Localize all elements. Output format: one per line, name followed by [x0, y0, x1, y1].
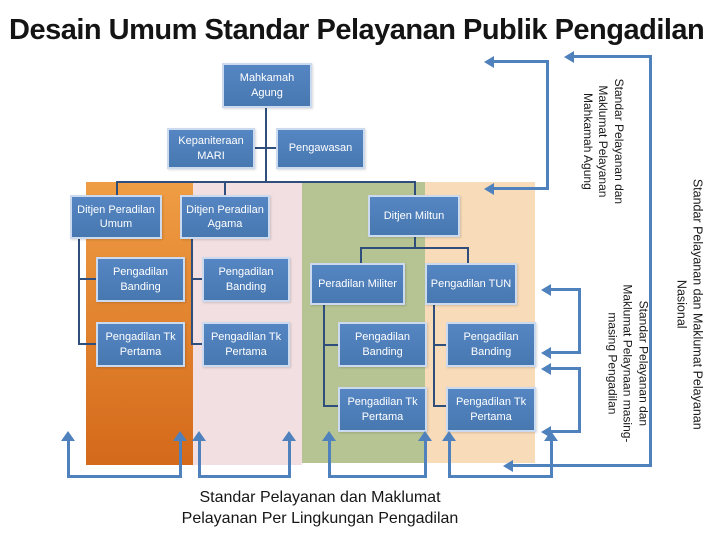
- connector-tun-chain: [433, 305, 435, 407]
- node-pengawasan: Pengawasan: [276, 128, 365, 169]
- arrow-up-icon: [442, 431, 456, 441]
- node-tk-pertama-militer: Pengadilan Tk Pertama: [338, 387, 427, 432]
- bracket-bottom-tun-right: [550, 441, 553, 478]
- connector-drop-agama: [224, 182, 226, 196]
- connector-tun-banding: [433, 344, 446, 346]
- connector-agama-pertama: [191, 343, 202, 345]
- bracket-bottom-agama-left: [198, 441, 201, 478]
- connector-drop-militer: [360, 248, 362, 263]
- node-pengadilan-tun: Pengadilan TUN: [425, 263, 517, 305]
- bracket-bottom-militer: [328, 475, 427, 478]
- bracket-masing2-vertical: [578, 367, 581, 432]
- bracket-ma-bottom-line: [493, 187, 549, 190]
- bracket-bottom-militer-left: [328, 441, 331, 478]
- node-mahkamah-agung: Mahkamah Agung: [222, 63, 312, 108]
- node-tk-pertama-umum: Pengadilan Tk Pertama: [96, 322, 185, 367]
- connector-top-rail: [116, 181, 416, 183]
- arrow-up-icon: [544, 431, 558, 441]
- bracket-bottom-tun: [448, 475, 553, 478]
- bracket-nasional-bottom-line: [512, 464, 652, 467]
- connector-umum-chain: [78, 239, 80, 345]
- connector-kepaniteraan-pengawasan: [255, 147, 277, 149]
- node-pengadilan-banding-agama: Pengadilan Banding: [202, 257, 290, 302]
- connector-agama-banding: [191, 278, 202, 280]
- connector-drop-miltun: [414, 182, 416, 196]
- arrow-left-icon: [484, 56, 494, 68]
- bracket-ma-vertical: [546, 61, 549, 189]
- node-tk-pertama-tun: Pengadilan Tk Pertama: [446, 387, 536, 432]
- connector-miltun-rail: [360, 247, 469, 249]
- arrow-left-icon: [503, 460, 513, 472]
- arrow-left-icon: [541, 284, 551, 296]
- arrow-up-icon: [418, 431, 432, 441]
- connector-agama-chain: [191, 239, 193, 345]
- arrow-up-icon: [322, 431, 336, 441]
- arrow-up-icon: [173, 431, 187, 441]
- bracket-bottom-umum-right: [179, 441, 182, 478]
- node-ditjen-peradilan-umum: Ditjen Peradilan Umum: [70, 195, 162, 239]
- connector-militer-chain: [323, 305, 325, 407]
- connector-tun-pertama: [433, 405, 446, 407]
- side-label-mahkamah-agung: Standar Pelayanan dan Maklumat Pelayanan…: [580, 78, 626, 205]
- bracket-bottom-agama-right: [288, 441, 291, 478]
- bracket-bottom-tun-left: [448, 441, 451, 478]
- bracket-bottom-umum: [67, 475, 182, 478]
- bracket-ma-top-line: [493, 60, 549, 63]
- node-ditjen-miltun: Ditjen Miltun: [368, 195, 460, 237]
- bottom-caption-line1: Standar Pelayanan dan Maklumat: [199, 489, 441, 506]
- slide-title: Desain Umum Standar Pelayanan Publik Pen…: [9, 14, 705, 46]
- bracket-masing2-top-line: [550, 367, 581, 370]
- bracket-bottom-militer-right: [424, 441, 427, 478]
- node-pengadilan-banding-tun: Pengadilan Banding: [446, 322, 536, 367]
- connector-ma-stem: [265, 107, 267, 183]
- connector-drop-tun: [467, 248, 469, 263]
- arrow-up-icon: [61, 431, 75, 441]
- arrow-left-icon: [541, 347, 551, 359]
- arrow-up-icon: [282, 431, 296, 441]
- arrow-left-icon: [564, 51, 574, 63]
- bracket-nasional-vertical: [649, 55, 652, 466]
- node-peradilan-militer: Peradilan Militer: [310, 263, 405, 305]
- bracket-bottom-umum-left: [67, 441, 70, 478]
- bottom-caption-line2: Pelayanan Per Lingkungan Pengadilan: [181, 509, 459, 527]
- node-pengadilan-banding-umum: Pengadilan Banding: [96, 257, 185, 302]
- node-kepaniteraan-mari: Kepaniteraan MARI: [167, 128, 255, 169]
- node-ditjen-peradilan-agama: Ditjen Peradilan Agama: [180, 195, 270, 239]
- side-label-masing-masing: Standar Pelayanan dan Maklumat Pelaynaan…: [605, 284, 651, 443]
- connector-miltun-stem: [414, 237, 416, 249]
- bracket-nasional-top-line: [573, 55, 652, 58]
- connector-militer-pertama: [323, 405, 338, 407]
- arrow-left-icon: [541, 363, 551, 375]
- connector-militer-banding: [323, 344, 338, 346]
- bracket-masing1-vertical: [578, 288, 581, 353]
- connector-drop-umum: [116, 182, 118, 196]
- side-label-nasional: Standar Pelayanan dan Maklumat Pelayanan…: [674, 178, 705, 430]
- bracket-masing1-bottom-line: [550, 351, 581, 354]
- bracket-bottom-agama: [198, 475, 291, 478]
- arrow-left-icon: [484, 183, 494, 195]
- bracket-masing2-bottom-line: [550, 430, 581, 433]
- arrow-up-icon: [192, 431, 206, 441]
- node-tk-pertama-agama: Pengadilan Tk Pertama: [202, 322, 290, 367]
- bottom-caption: Standar Pelayanan dan Maklumat Pelayanan…: [150, 488, 490, 530]
- node-pengadilan-banding-militer: Pengadilan Banding: [338, 322, 427, 367]
- connector-umum-banding: [78, 278, 96, 280]
- connector-umum-pertama: [78, 343, 96, 345]
- bracket-masing1-top-line: [550, 288, 581, 291]
